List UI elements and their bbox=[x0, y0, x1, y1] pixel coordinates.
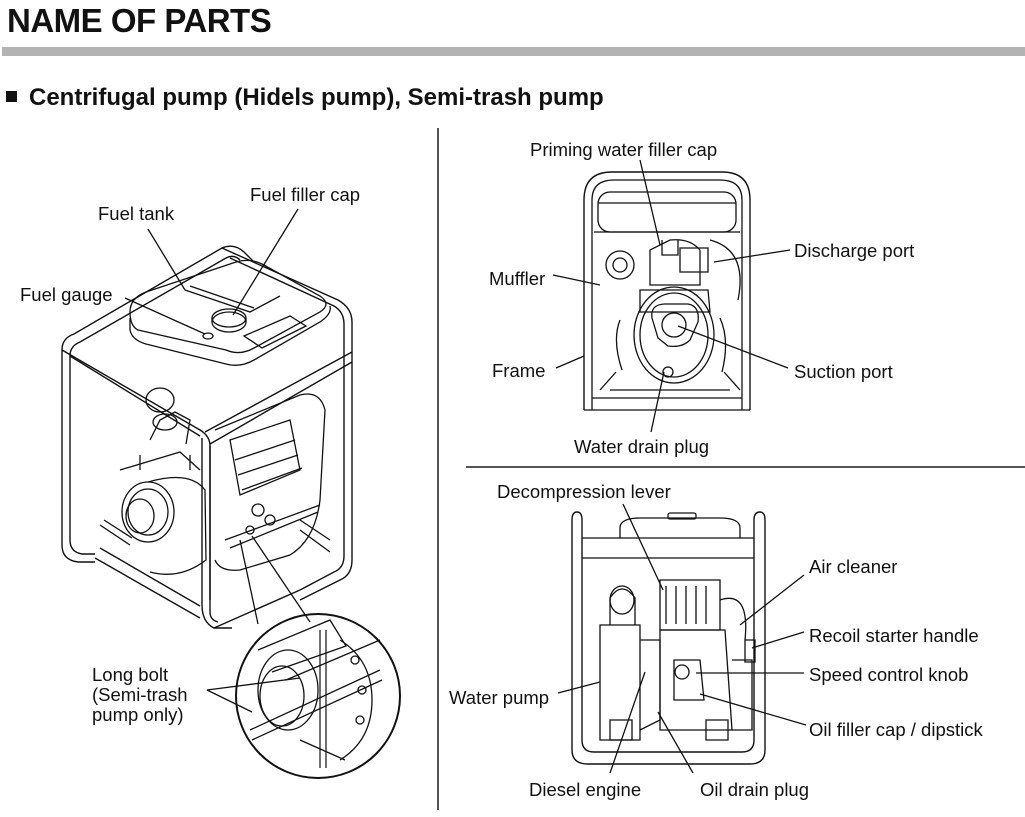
perspective-pump-illustration bbox=[62, 209, 400, 778]
leader-frame bbox=[556, 356, 584, 368]
horizontal-divider bbox=[466, 466, 1025, 468]
leader-air-cleaner bbox=[740, 575, 804, 625]
label-fuel-tank: Fuel tank bbox=[98, 203, 175, 224]
leader-oil-filler-cap bbox=[700, 694, 806, 725]
magnifier-pointer-lines bbox=[240, 536, 310, 624]
section-heading-text: Centrifugal pump (Hidels pump), Semi-tra… bbox=[29, 84, 604, 111]
label-diesel-engine: Diesel engine bbox=[529, 779, 642, 800]
section-heading: Centrifugal pump (Hidels pump), Semi-tra… bbox=[6, 84, 604, 112]
label-long-bolt-line3: pump only) bbox=[92, 704, 184, 725]
leader-discharge-port bbox=[714, 250, 790, 262]
label-muffler: Muffler bbox=[489, 268, 546, 289]
label-air-cleaner: Air cleaner bbox=[809, 556, 898, 577]
engine-drawing bbox=[215, 394, 330, 570]
label-suction-port: Suction port bbox=[794, 361, 893, 382]
leader-muffler bbox=[553, 275, 600, 285]
label-water-pump: Water pump bbox=[449, 687, 550, 708]
title-underline-bar bbox=[2, 47, 1025, 56]
label-water-drain-plug: Water drain plug bbox=[574, 436, 710, 457]
leader-suction-port bbox=[678, 326, 788, 368]
label-recoil-starter-handle: Recoil starter handle bbox=[809, 625, 979, 646]
magnifier-detail-circle bbox=[236, 614, 400, 778]
leader-diesel-engine bbox=[610, 672, 645, 773]
leader-fuel-filler-cap bbox=[233, 209, 298, 315]
label-discharge-port: Discharge port bbox=[794, 240, 915, 261]
leader-oil-drain-plug bbox=[658, 712, 693, 773]
fuel-tank-drawing bbox=[130, 260, 330, 365]
page-title: NAME OF PARTS bbox=[7, 2, 272, 39]
leader-long-bolt-2 bbox=[207, 690, 252, 712]
leader-fuel-gauge bbox=[125, 298, 205, 334]
label-fuel-filler-cap: Fuel filler cap bbox=[250, 184, 361, 205]
label-oil-drain-plug: Oil drain plug bbox=[700, 779, 810, 800]
leader-fuel-tank bbox=[148, 229, 185, 290]
label-long-bolt: Long bolt (Semi-trash pump only) bbox=[92, 665, 188, 725]
label-priming-water-filler-cap: Priming water filler cap bbox=[530, 139, 718, 160]
square-bullet-icon bbox=[6, 91, 17, 102]
label-long-bolt-line1: Long bolt bbox=[92, 664, 169, 685]
frame-tubes bbox=[62, 246, 352, 628]
vertical-divider bbox=[437, 128, 439, 810]
leader-decompression-lever bbox=[623, 504, 663, 590]
front-view-illustration bbox=[553, 160, 790, 432]
label-long-bolt-line2: (Semi-trash bbox=[92, 684, 188, 705]
leader-recoil-starter-handle bbox=[752, 632, 804, 648]
leader-priming-water-filler-cap bbox=[640, 160, 660, 245]
label-oil-filler-cap-dipstick: Oil filler cap / dipstick bbox=[809, 719, 983, 740]
rear-view-illustration bbox=[558, 504, 806, 773]
leader-long-bolt-1 bbox=[207, 678, 300, 690]
leader-water-pump bbox=[558, 682, 600, 693]
label-frame: Frame bbox=[492, 360, 546, 381]
label-decompression-lever: Decompression lever bbox=[497, 481, 671, 502]
leader-water-drain-plug bbox=[651, 372, 664, 432]
pump-casing-drawing bbox=[100, 388, 206, 574]
label-speed-control-knob: Speed control knob bbox=[809, 664, 969, 685]
label-fuel-gauge: Fuel gauge bbox=[20, 284, 113, 305]
